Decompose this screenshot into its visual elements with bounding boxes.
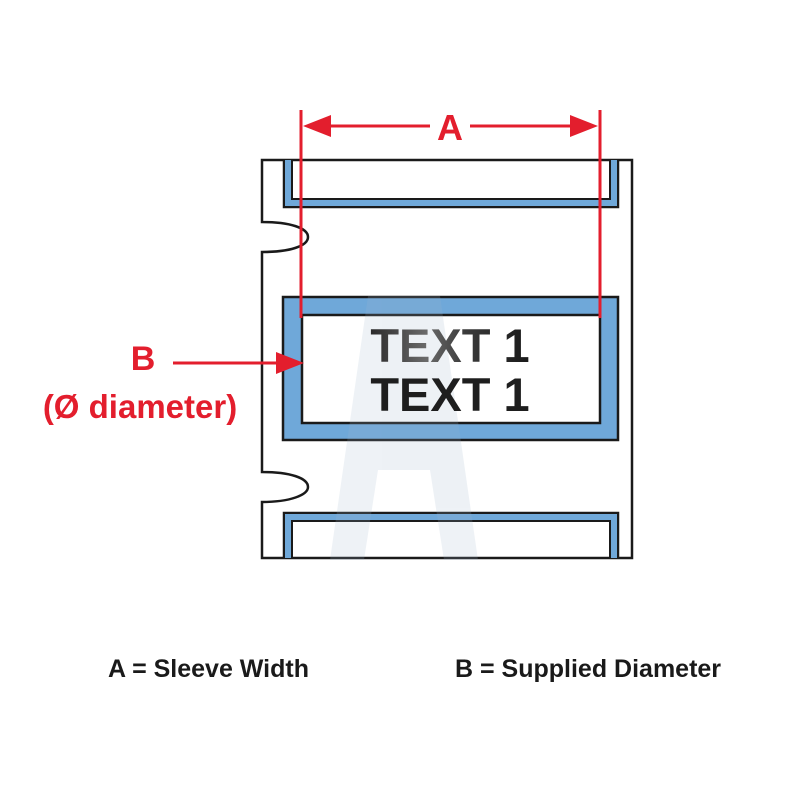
sleeve-text-line-1: TEXT 1: [370, 319, 529, 372]
middle-sleeve: [281, 295, 620, 442]
legend-sleeve-width: A = Sleeve Width: [108, 655, 309, 683]
dimension-b-note: (Ø diameter): [43, 388, 237, 425]
dimension-b-arrow: [173, 352, 304, 374]
watermark-logo: [330, 296, 478, 560]
legend-supplied-diameter: B = Supplied Diameter: [455, 655, 722, 683]
top-sleeve: [282, 160, 620, 209]
dimension-b-label: B: [131, 340, 156, 378]
dimension-a-arrow: [303, 115, 598, 137]
sleeve-text-line-2: TEXT 1: [370, 368, 529, 421]
bottom-sleeve: [282, 511, 620, 558]
dimension-a-label: A: [437, 107, 463, 148]
